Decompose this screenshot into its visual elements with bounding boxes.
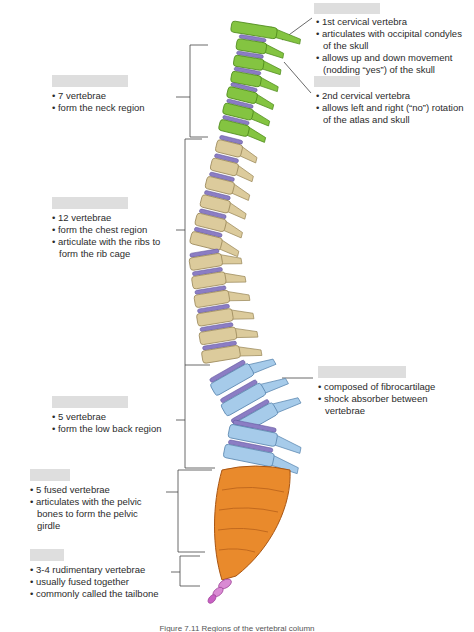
blank-name-box [314, 76, 360, 87]
blank-name-box [30, 549, 64, 561]
bullet-note: • usually fused together [30, 576, 169, 588]
vertebral-body [230, 21, 277, 39]
bullet-note: • form the chest region [52, 224, 174, 236]
sacrum-ridge [219, 508, 278, 512]
label-group: • 5 fused vertebrae• articulates with th… [30, 484, 162, 532]
label-group: • composed of fibrocartilage• shock abso… [318, 381, 468, 417]
vertebral-body [218, 119, 250, 137]
blank-name-box [52, 197, 128, 209]
bullet-note: • form the low back region [52, 423, 174, 435]
coccyx-bone [206, 577, 233, 605]
label-group: • 2nd cervical vertebra• allows left and… [316, 90, 468, 126]
bracket [178, 470, 212, 552]
label-group: • 5 vertebrae• form the low back region [52, 411, 174, 435]
bullet-note: • composed of fibrocartilage [318, 381, 468, 393]
bullet-note: • allows up and down movement (nodding “… [316, 52, 468, 76]
sacrum-bone [215, 466, 291, 580]
thoracic-vertebra [209, 153, 256, 182]
leader-line [284, 62, 311, 93]
label-group: • 12 vertebrae• form the chest region• a… [52, 212, 174, 260]
thoracic-vertebra [204, 171, 253, 200]
bullet-note: • articulate with the ribs to form the r… [52, 236, 174, 260]
thoracic-vertebra [189, 227, 242, 257]
bullet-note: • form the neck region [52, 102, 174, 114]
bullet-note: • 12 vertebrae [52, 212, 174, 224]
blank-name-box [30, 469, 70, 481]
sacrum-ridge [218, 528, 268, 532]
leader-line [171, 572, 180, 573]
vertebrae [188, 21, 304, 474]
bullet-note: • articulates with the pelvic bones to f… [30, 496, 162, 532]
label-group: • 1st cervical vertebra• articulates wit… [316, 16, 468, 76]
leader-line [176, 230, 185, 231]
bullet-note: • 7 vertebrae [52, 90, 174, 102]
cervical-vertebra [235, 34, 285, 58]
bullet-note: • allows left and right (“no”) rotation … [316, 102, 468, 126]
bullet-note: • commonly called the tailbone [30, 588, 169, 600]
label-group: • 7 vertebrae• form the neck region [52, 90, 174, 114]
caption-row: Figure 7.11 Regions of the vertebral col… [0, 617, 474, 632]
leader-line [166, 492, 178, 493]
bracket [180, 556, 200, 586]
cervical-vertebra [233, 51, 283, 75]
bullet-note: • 1st cervical vertebra [316, 16, 468, 28]
bracket [190, 45, 208, 137]
blank-name-box [314, 3, 380, 14]
sacrum-ridges [218, 487, 284, 552]
leader-line [282, 378, 313, 379]
blank-name-box [52, 396, 128, 408]
bullet-note: • 2nd cervical vertebra [316, 90, 468, 102]
thoracic-vertebra [200, 337, 261, 365]
label-group: • 3-4 rudimentary vertebrae• usually fus… [30, 564, 169, 600]
thoracic-vertebra [188, 245, 242, 272]
leader-line [176, 97, 190, 98]
coccyx-segment [206, 593, 217, 605]
vertebral-body [189, 231, 223, 251]
sacrum-ridge [222, 487, 284, 492]
bullet-note: • 3-4 rudimentary vertebrae [30, 564, 169, 576]
thoracic-vertebra [215, 135, 261, 163]
blank-name-box [52, 75, 128, 87]
sacrum-ridge [219, 549, 255, 552]
figure-caption: Figure 7.11 Regions of the vertebral col… [159, 624, 314, 632]
bullet-note: • articulates with occipital condyles of… [316, 28, 468, 52]
blank-name-boxes [30, 3, 406, 561]
blank-name-box [318, 366, 406, 378]
bullet-note: • shock absorber between vertebrae [318, 393, 468, 417]
brackets [166, 18, 313, 586]
leader-line [176, 420, 185, 421]
bullet-note: • 5 fused vertebrae [30, 484, 162, 496]
vertebral-body [223, 444, 275, 467]
vertebral-body [201, 345, 241, 364]
cervical-vertebra [230, 67, 280, 92]
bullet-note: • 5 vertebrae [52, 411, 174, 423]
